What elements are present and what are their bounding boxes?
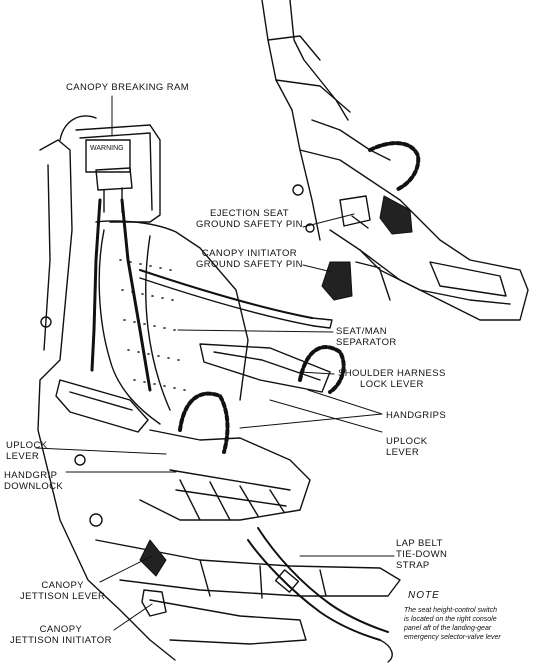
label-handgrips: HANDGRIPS (386, 410, 447, 421)
left-handgrip (178, 391, 230, 454)
label-seat-man-separator: SEAT/MAN SEPARATOR (336, 326, 397, 348)
label-uplock-lever-right: UPLOCK LEVER (386, 436, 428, 458)
label-canopy-breaking-ram: CANOPY BREAKING RAM (66, 82, 190, 93)
label-canopy-jettison-initiator: CANOPY JETTISON INITIATOR (10, 624, 112, 646)
leader-lines (35, 95, 395, 631)
inset-seat-drawing (261, 0, 529, 321)
label-lap-belt-tie-down-strap: LAP BELT TIE-DOWN STRAP (396, 538, 448, 571)
note-title: NOTE (408, 590, 440, 601)
main-seat-drawing (37, 115, 401, 663)
label-uplock-lever-left: UPLOCK LEVER (6, 440, 48, 462)
label-handgrip-downlock: HANDGRIP DOWNLOCK (4, 470, 64, 492)
warning-placard: WARNING (90, 145, 124, 152)
right-handgrip (298, 345, 346, 394)
label-canopy-initiator-ground-safety-pin: CANOPY INITIATOR GROUND SAFETY PIN (196, 248, 303, 270)
label-shoulder-harness-lock-lever: SHOULDER HARNESS LOCK LEVER (338, 368, 446, 390)
note-body: The seat height-control switch is locate… (404, 607, 501, 641)
label-canopy-jettison-lever: CANOPY JETTISON LEVER (20, 580, 106, 602)
label-ejection-seat-ground-safety-pin: EJECTION SEAT GROUND SAFETY PIN (196, 208, 303, 230)
